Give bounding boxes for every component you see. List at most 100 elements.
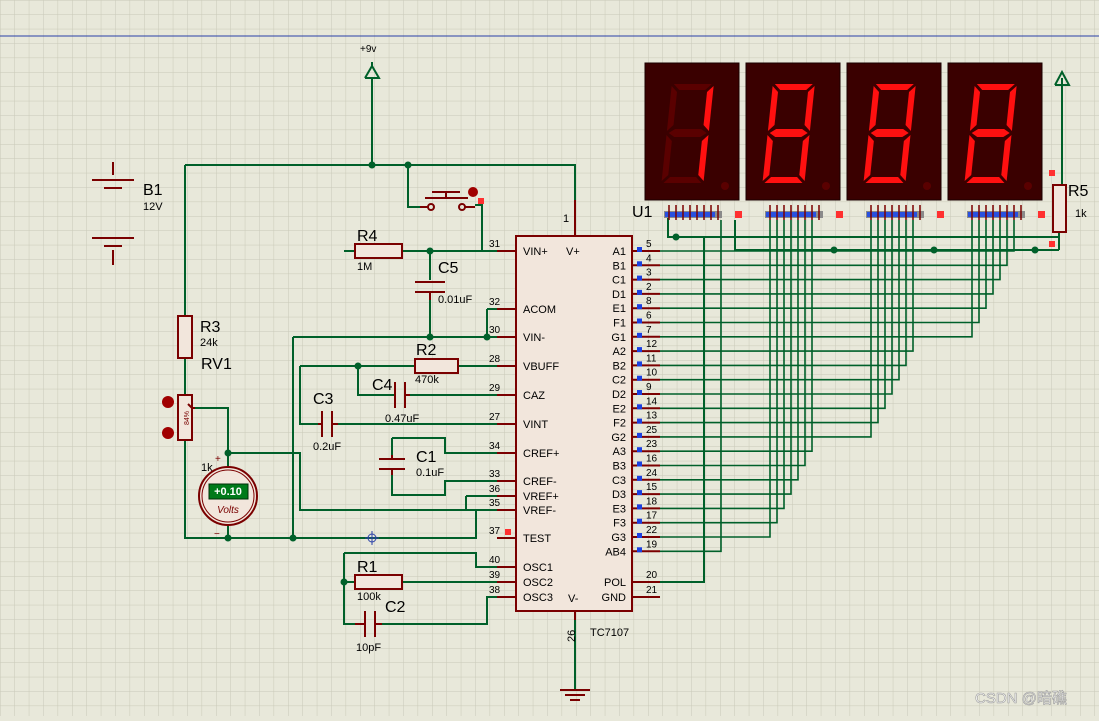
battery-b1[interactable]	[92, 162, 134, 265]
segment-c	[799, 135, 810, 181]
resistor-r4[interactable]	[354, 243, 403, 259]
pin-state-marker	[637, 261, 642, 267]
voltmeter-plus: +	[215, 454, 221, 465]
pot-down-icon[interactable]	[162, 427, 174, 439]
decimal-point	[721, 182, 729, 190]
ic-name: TC7107	[590, 627, 629, 639]
bus-wire	[660, 220, 973, 338]
r3-value: 24k	[200, 337, 218, 349]
ic-pin-name: C3	[612, 475, 626, 487]
digit-3	[846, 62, 944, 220]
ic-pin-name: E3	[613, 503, 626, 515]
pot-wiper: 84%	[184, 411, 191, 425]
capacitor-c4[interactable]	[394, 382, 410, 408]
c3-value: 0.2uF	[313, 441, 341, 453]
capacitor-c2[interactable]	[355, 611, 382, 637]
pin-state-marker	[637, 347, 642, 353]
voltmeter-reading: +0.10	[214, 486, 242, 498]
pin-state-marker	[637, 390, 642, 395]
segment-d	[966, 177, 1005, 183]
pin-state-marker	[637, 490, 642, 496]
segment-f	[767, 86, 779, 131]
ic-bottom-pin: 26	[566, 630, 578, 642]
ic-pin-name: GND	[602, 592, 627, 604]
pin-state-marker	[1038, 211, 1045, 218]
wires	[184, 78, 1063, 690]
decimal-point	[923, 182, 931, 190]
ic-pin-number: 39	[489, 570, 501, 581]
battery-ref: B1	[143, 182, 163, 199]
segment-e	[964, 135, 975, 181]
capacitor-c5[interactable]	[415, 281, 445, 300]
ic-pin-number: 3	[646, 268, 652, 279]
digit-1	[644, 62, 742, 220]
bus-wire	[660, 220, 799, 481]
ic-pin-number: 5	[646, 239, 652, 250]
ic-pin-number: 17	[646, 511, 658, 522]
ic-pin-number: 30	[489, 325, 501, 336]
resistor-r3[interactable]	[177, 315, 193, 359]
bus-wire	[660, 220, 1008, 267]
supply-terminal[interactable]: +9v	[360, 44, 381, 79]
seven-segment-display[interactable]	[644, 62, 1045, 220]
ic-pin-number: 37	[489, 526, 501, 537]
ic-pin-name: VREF+	[523, 491, 559, 503]
segment-g	[971, 129, 1010, 137]
segment-f	[969, 86, 981, 131]
ic-pin-name: E2	[613, 403, 626, 415]
resistor-r1[interactable]	[354, 574, 403, 590]
ic-pin-name: A3	[613, 446, 626, 458]
bus-wire	[660, 220, 778, 524]
r2-ref: R2	[416, 342, 437, 359]
c1-ref: C1	[416, 449, 437, 466]
capacitor-c3[interactable]	[318, 411, 338, 437]
switch-state-icon	[478, 198, 484, 204]
voltmeter[interactable]: +0.10 Volts + −	[198, 453, 258, 540]
ic-pin-name: VREF-	[523, 505, 556, 517]
segment-g	[870, 129, 909, 137]
bus-wire	[660, 220, 1001, 281]
switch-button-icon[interactable]	[468, 187, 478, 197]
ic-pin-number: 9	[646, 382, 652, 393]
pin-state-marker	[937, 211, 944, 218]
ic-pin-name: OSC3	[523, 592, 553, 604]
ic-pin-number: 14	[646, 396, 658, 407]
ic-pin-name: B3	[613, 461, 626, 473]
ic-pin-number: 24	[646, 468, 658, 479]
pin-state-marker	[637, 447, 642, 453]
resistor-r2[interactable]	[414, 358, 459, 374]
ic-pin-number: 22	[646, 525, 658, 536]
push-switch[interactable]	[420, 191, 475, 211]
segment-f	[666, 86, 678, 131]
potentiometer-rv1[interactable]: 84%	[177, 394, 195, 441]
resistor-r5[interactable]	[1049, 170, 1067, 247]
ic-pin-number: 19	[646, 539, 658, 550]
supply-label: +9v	[360, 44, 376, 55]
ic-pin-number: 34	[489, 441, 501, 452]
ic-pin-name: C2	[612, 375, 626, 387]
ic-pin-number: 40	[489, 555, 501, 566]
ic-left-pins: 31VIN+32ACOM30VIN-28VBUFF29CAZ27VINT34CR…	[489, 239, 559, 604]
ic-pin-number: 29	[489, 383, 501, 394]
ic-pin-name: A2	[613, 346, 626, 358]
pin-state-marker	[637, 289, 642, 295]
segment-c	[698, 135, 709, 181]
ic-pin-name: VIN-	[523, 332, 545, 344]
c2-ref: C2	[385, 599, 406, 616]
bus-wire	[660, 220, 806, 467]
ic-pin-name: B1	[613, 260, 626, 272]
bus-wire	[660, 220, 813, 453]
segment-a	[673, 84, 712, 90]
bus-wire	[660, 220, 771, 538]
pot-up-icon[interactable]	[162, 396, 174, 408]
ic-tc7107[interactable]	[515, 200, 633, 620]
r5-supply-terminal[interactable]	[1054, 69, 1071, 86]
segment-a	[976, 84, 1015, 90]
ic-pin-name: VBUFF	[523, 361, 559, 373]
capacitor-c1[interactable]	[379, 455, 405, 475]
segment-a	[774, 84, 813, 90]
ic-pin-number: 2	[646, 282, 652, 293]
pin-state-marker	[637, 432, 642, 438]
ic-pin-name: F2	[613, 418, 626, 430]
ic-pin-name: ACOM	[523, 304, 556, 316]
